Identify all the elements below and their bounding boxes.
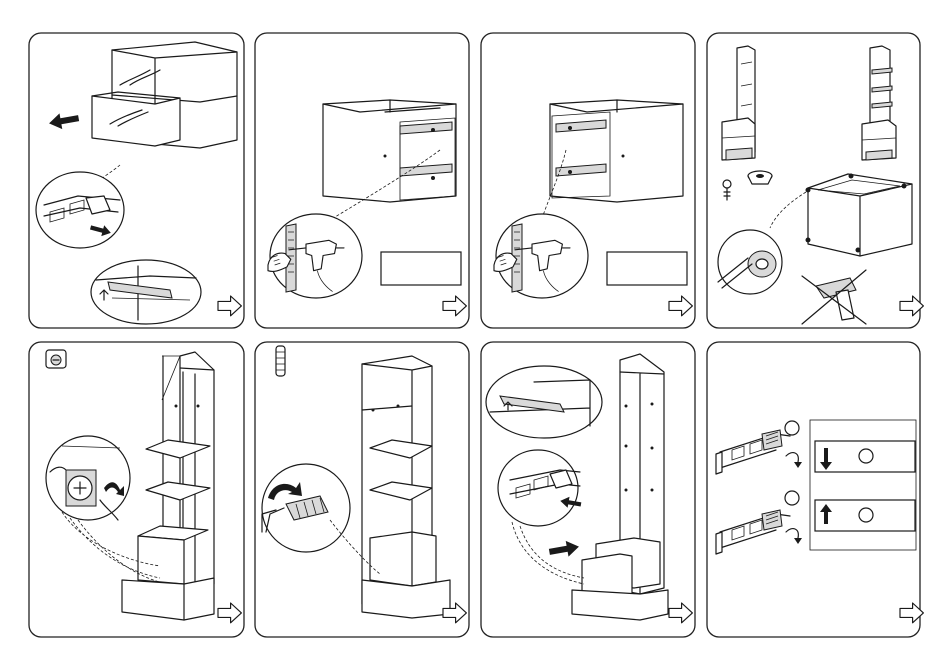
panel-step-7 [481, 342, 695, 637]
panel-step-3 [481, 33, 695, 328]
cam-lock-icon [46, 350, 66, 368]
panel-step-1 [29, 33, 244, 328]
dowel-icon [276, 346, 285, 376]
code-box-step-2 [381, 252, 461, 285]
glide-icon [748, 171, 772, 184]
code-box-step-3 [607, 252, 687, 285]
panel-step-8 [707, 342, 923, 637]
panel-step-2 [255, 33, 469, 328]
panel-step-4 [707, 33, 923, 328]
panel-step-6 [255, 342, 469, 637]
panel-step-5 [29, 342, 244, 637]
